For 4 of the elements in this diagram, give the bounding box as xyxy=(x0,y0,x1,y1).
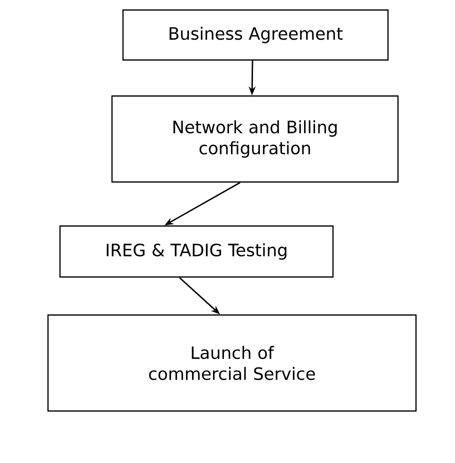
process-box: Launch of commercial Service xyxy=(47,314,417,412)
process-box: Network and Billing configuration xyxy=(111,95,399,183)
process-box: IREG & TADIG Testing xyxy=(59,225,334,278)
process-box: Business Agreement xyxy=(122,9,389,61)
